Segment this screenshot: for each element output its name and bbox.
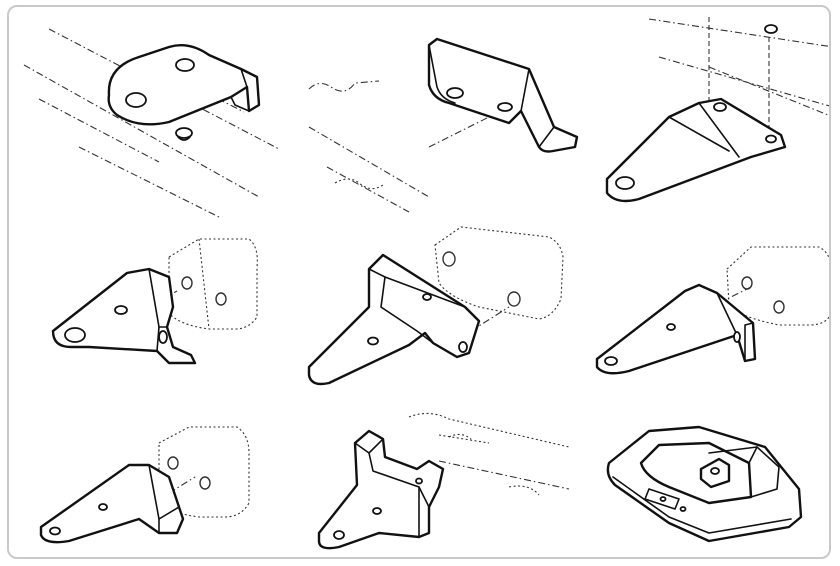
bracket-z-bend-icon xyxy=(308,37,579,213)
panel-r1c3 xyxy=(605,17,829,203)
panel-r2c1 xyxy=(51,238,258,365)
panel-r3c1 xyxy=(39,426,250,544)
bracket-triangle-angle-icon xyxy=(595,246,829,375)
panel-r1c1 xyxy=(23,28,280,218)
bracket-illustration-sheet xyxy=(23,17,829,550)
bracket-offset-triangle-icon xyxy=(307,226,564,386)
bracket-flat-two-hole-icon xyxy=(23,28,280,218)
panel-r3c2 xyxy=(317,412,570,550)
panel-r2c2 xyxy=(307,226,564,386)
panel-r1c2 xyxy=(308,37,579,213)
bracket-small-angle-icon xyxy=(39,426,250,544)
bracket-frame-plate-icon xyxy=(606,425,803,543)
panel-r2c3 xyxy=(595,246,829,375)
panel-r3c3 xyxy=(606,425,803,543)
bracket-clip-tab-icon xyxy=(317,412,570,550)
illustration-frame xyxy=(7,5,831,559)
bracket-triangular-plate-icon xyxy=(605,17,829,203)
bracket-angle-eye-icon xyxy=(51,238,258,365)
